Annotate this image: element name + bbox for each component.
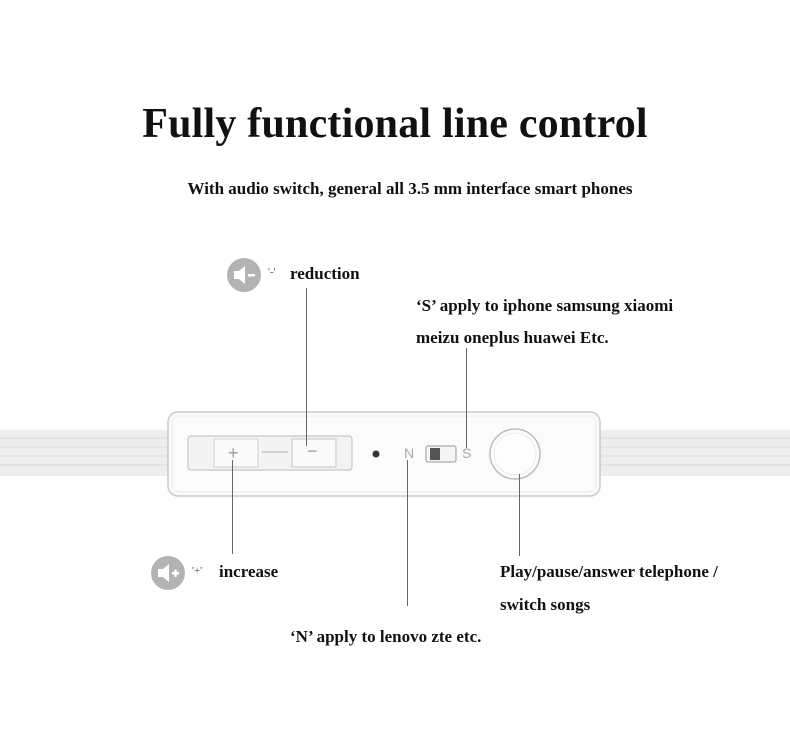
plus-symbol: + [228,443,239,463]
increase-label: increase [219,562,279,581]
volume-up-icon [150,555,186,596]
minus-symbol: − [307,441,318,461]
plus-sign-label: '+' [192,565,203,577]
n-letter: N [404,445,415,461]
s-letter: S [462,445,472,461]
leader-line-n [407,460,408,606]
play-label-line1: Play/pause/answer telephone / [500,562,718,581]
play-button[interactable] [489,428,541,480]
s-mode-label-line1: ‘S’ apply to iphone samsung xiaomi [416,296,674,315]
leader-line-increase [232,460,233,554]
remote-body [167,411,601,497]
mode-switch[interactable] [425,445,457,463]
n-mode-label: ‘N’ apply to lenovo zte etc. [290,627,482,646]
leader-line-reduction [306,288,307,446]
reduction-label: reduction [290,264,360,283]
cable-left [0,430,172,476]
page-subtitle: With audio switch, general all 3.5 mm in… [187,179,633,198]
minus-sign-label: '-' [268,266,276,278]
s-mode-label-line2: meizu oneplus huawei Etc. [416,328,609,347]
play-label-line2: switch songs [500,595,591,614]
cable-right [598,430,790,476]
volume-rocker[interactable] [187,435,353,471]
microphone-hole [372,450,380,458]
leader-line-play [519,474,520,556]
volume-down-icon [226,257,262,298]
page-title: Fully functional line control [142,101,648,147]
leader-line-s [466,348,467,448]
